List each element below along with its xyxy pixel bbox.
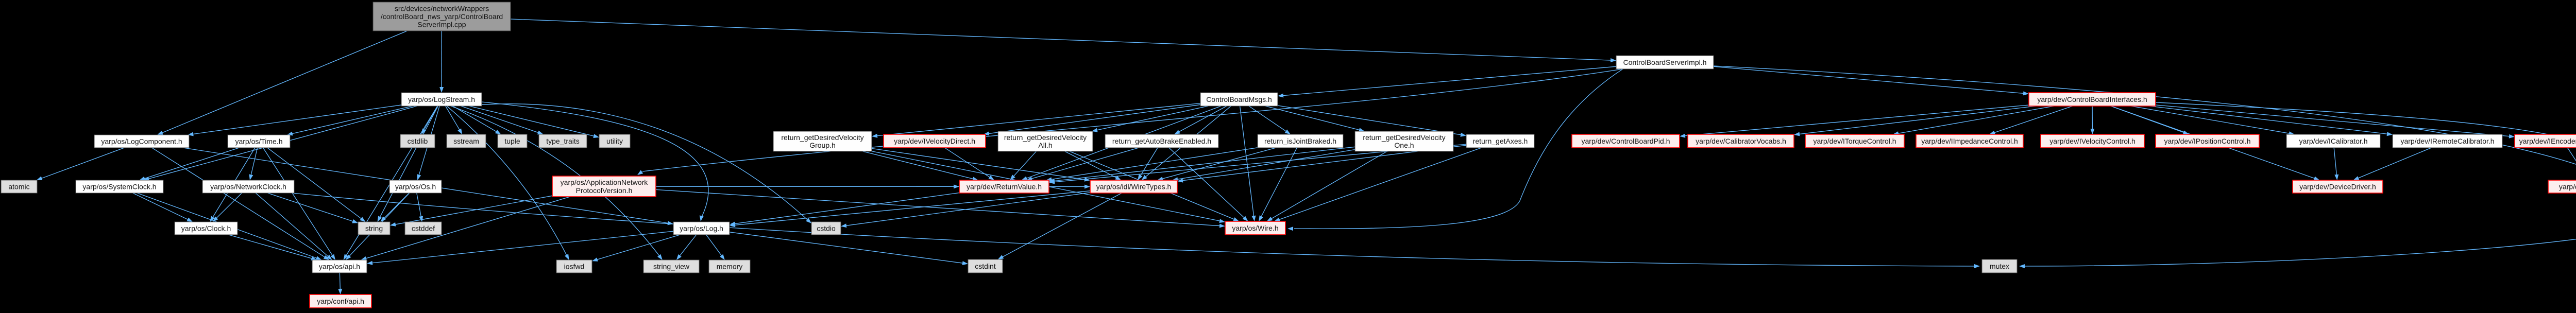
svg-text:ProtocolVersion.h: ProtocolVersion.h <box>576 186 633 195</box>
svg-text:yarp/os/LogStream.h: yarp/os/LogStream.h <box>408 95 475 103</box>
svg-text:ServerImpl.cpp: ServerImpl.cpp <box>417 21 466 29</box>
svg-text:yarp/os/Wire.h: yarp/os/Wire.h <box>1232 224 1278 232</box>
svg-text:return_isJointBraked.h: return_isJointBraked.h <box>1264 137 1336 145</box>
svg-text:yarp/dev/ControlBoardInterface: yarp/dev/ControlBoardInterfaces.h <box>2037 95 2147 103</box>
svg-text:return_getDesiredVelocity: return_getDesiredVelocity <box>1363 133 1445 142</box>
svg-text:yarp/os/api.h: yarp/os/api.h <box>319 263 360 271</box>
svg-text:yarp/os/ApplicationNetwork: yarp/os/ApplicationNetwork <box>561 178 649 186</box>
svg-text:yarp/dev/DeviceDriver.h: yarp/dev/DeviceDriver.h <box>2299 183 2376 191</box>
svg-text:atomic: atomic <box>8 183 29 191</box>
svg-text:/controlBoard_nws_yarp/Control: /controlBoard_nws_yarp/ControlBoard <box>381 12 503 21</box>
svg-text:type_traits: type_traits <box>546 137 580 145</box>
svg-text:cstdlib: cstdlib <box>408 137 428 145</box>
svg-text:utility: utility <box>606 137 623 145</box>
svg-text:cstdint: cstdint <box>975 262 996 270</box>
svg-text:yarp/os/Log.h: yarp/os/Log.h <box>680 224 723 233</box>
svg-text:yarp/dev/IImpedanceControl.h: yarp/dev/IImpedanceControl.h <box>1921 137 2018 145</box>
svg-text:tuple: tuple <box>504 137 520 145</box>
svg-text:string: string <box>365 224 383 233</box>
svg-text:ControlBoardServerImpl.h: ControlBoardServerImpl.h <box>1623 58 1707 66</box>
svg-text:yarp/os/Os.h: yarp/os/Os.h <box>395 183 436 191</box>
svg-text:yarp/dev/IEncoders.h: yarp/dev/IEncoders.h <box>2559 183 2576 191</box>
svg-text:yarp/dev/ICalibrator.h: yarp/dev/ICalibrator.h <box>2299 137 2367 145</box>
svg-text:yarp/os/Clock.h: yarp/os/Clock.h <box>181 224 231 233</box>
svg-text:One.h: One.h <box>1394 141 1414 149</box>
svg-text:yarp/os/Time.h: yarp/os/Time.h <box>235 137 282 146</box>
svg-text:Group.h: Group.h <box>809 141 836 149</box>
svg-text:yarp/dev/ITorqueControl.h: yarp/dev/ITorqueControl.h <box>1813 137 1896 145</box>
svg-text:yarp/dev/IVelocityDirect.h: yarp/dev/IVelocityDirect.h <box>894 137 975 145</box>
svg-text:mutex: mutex <box>1990 262 2009 270</box>
svg-text:yarp/dev/IRemoteCalibrator.h: yarp/dev/IRemoteCalibrator.h <box>2400 137 2494 145</box>
svg-text:All.h: All.h <box>1038 141 1052 149</box>
svg-text:return_getAutoBrakeEnabled.h: return_getAutoBrakeEnabled.h <box>1112 137 1211 145</box>
svg-text:yarp/dev/ReturnValue.h: yarp/dev/ReturnValue.h <box>967 183 1042 191</box>
svg-text:src/devices/networkWrappers: src/devices/networkWrappers <box>395 5 489 13</box>
svg-text:return_getAxes.h: return_getAxes.h <box>1473 137 1528 145</box>
svg-text:yarp/os/LogComponent.h: yarp/os/LogComponent.h <box>101 137 182 146</box>
svg-text:return_getDesiredVelocity: return_getDesiredVelocity <box>781 133 863 142</box>
svg-text:yarp/os/SystemClock.h: yarp/os/SystemClock.h <box>82 183 156 191</box>
svg-text:string_view: string_view <box>653 263 690 271</box>
svg-text:yarp/os/idl/WireTypes.h: yarp/os/idl/WireTypes.h <box>1096 183 1172 191</box>
svg-text:yarp/dev/IVelocityControl.h: yarp/dev/IVelocityControl.h <box>2049 137 2136 145</box>
svg-text:memory: memory <box>717 263 743 271</box>
svg-text:yarp/dev/IPositionControl.h: yarp/dev/IPositionControl.h <box>2164 137 2250 145</box>
svg-text:yarp/dev/ControlBoardPid.h: yarp/dev/ControlBoardPid.h <box>1582 137 1670 145</box>
svg-text:yarp/conf/api.h: yarp/conf/api.h <box>317 297 364 305</box>
svg-text:yarp/dev/IEncodersTimed.h: yarp/dev/IEncodersTimed.h <box>2519 137 2576 145</box>
svg-text:return_getDesiredVelocity: return_getDesiredVelocity <box>1004 133 1087 142</box>
svg-text:sstream: sstream <box>453 137 479 145</box>
svg-text:cstdio: cstdio <box>817 224 836 233</box>
svg-text:cstddef: cstddef <box>412 224 435 233</box>
svg-text:yarp/dev/CalibratorVocabs.h: yarp/dev/CalibratorVocabs.h <box>1696 137 1786 145</box>
svg-text:yarp/os/NetworkClock.h: yarp/os/NetworkClock.h <box>210 183 286 191</box>
svg-text:iosfwd: iosfwd <box>564 263 585 271</box>
svg-text:ControlBoardMsgs.h: ControlBoardMsgs.h <box>1206 95 1272 103</box>
